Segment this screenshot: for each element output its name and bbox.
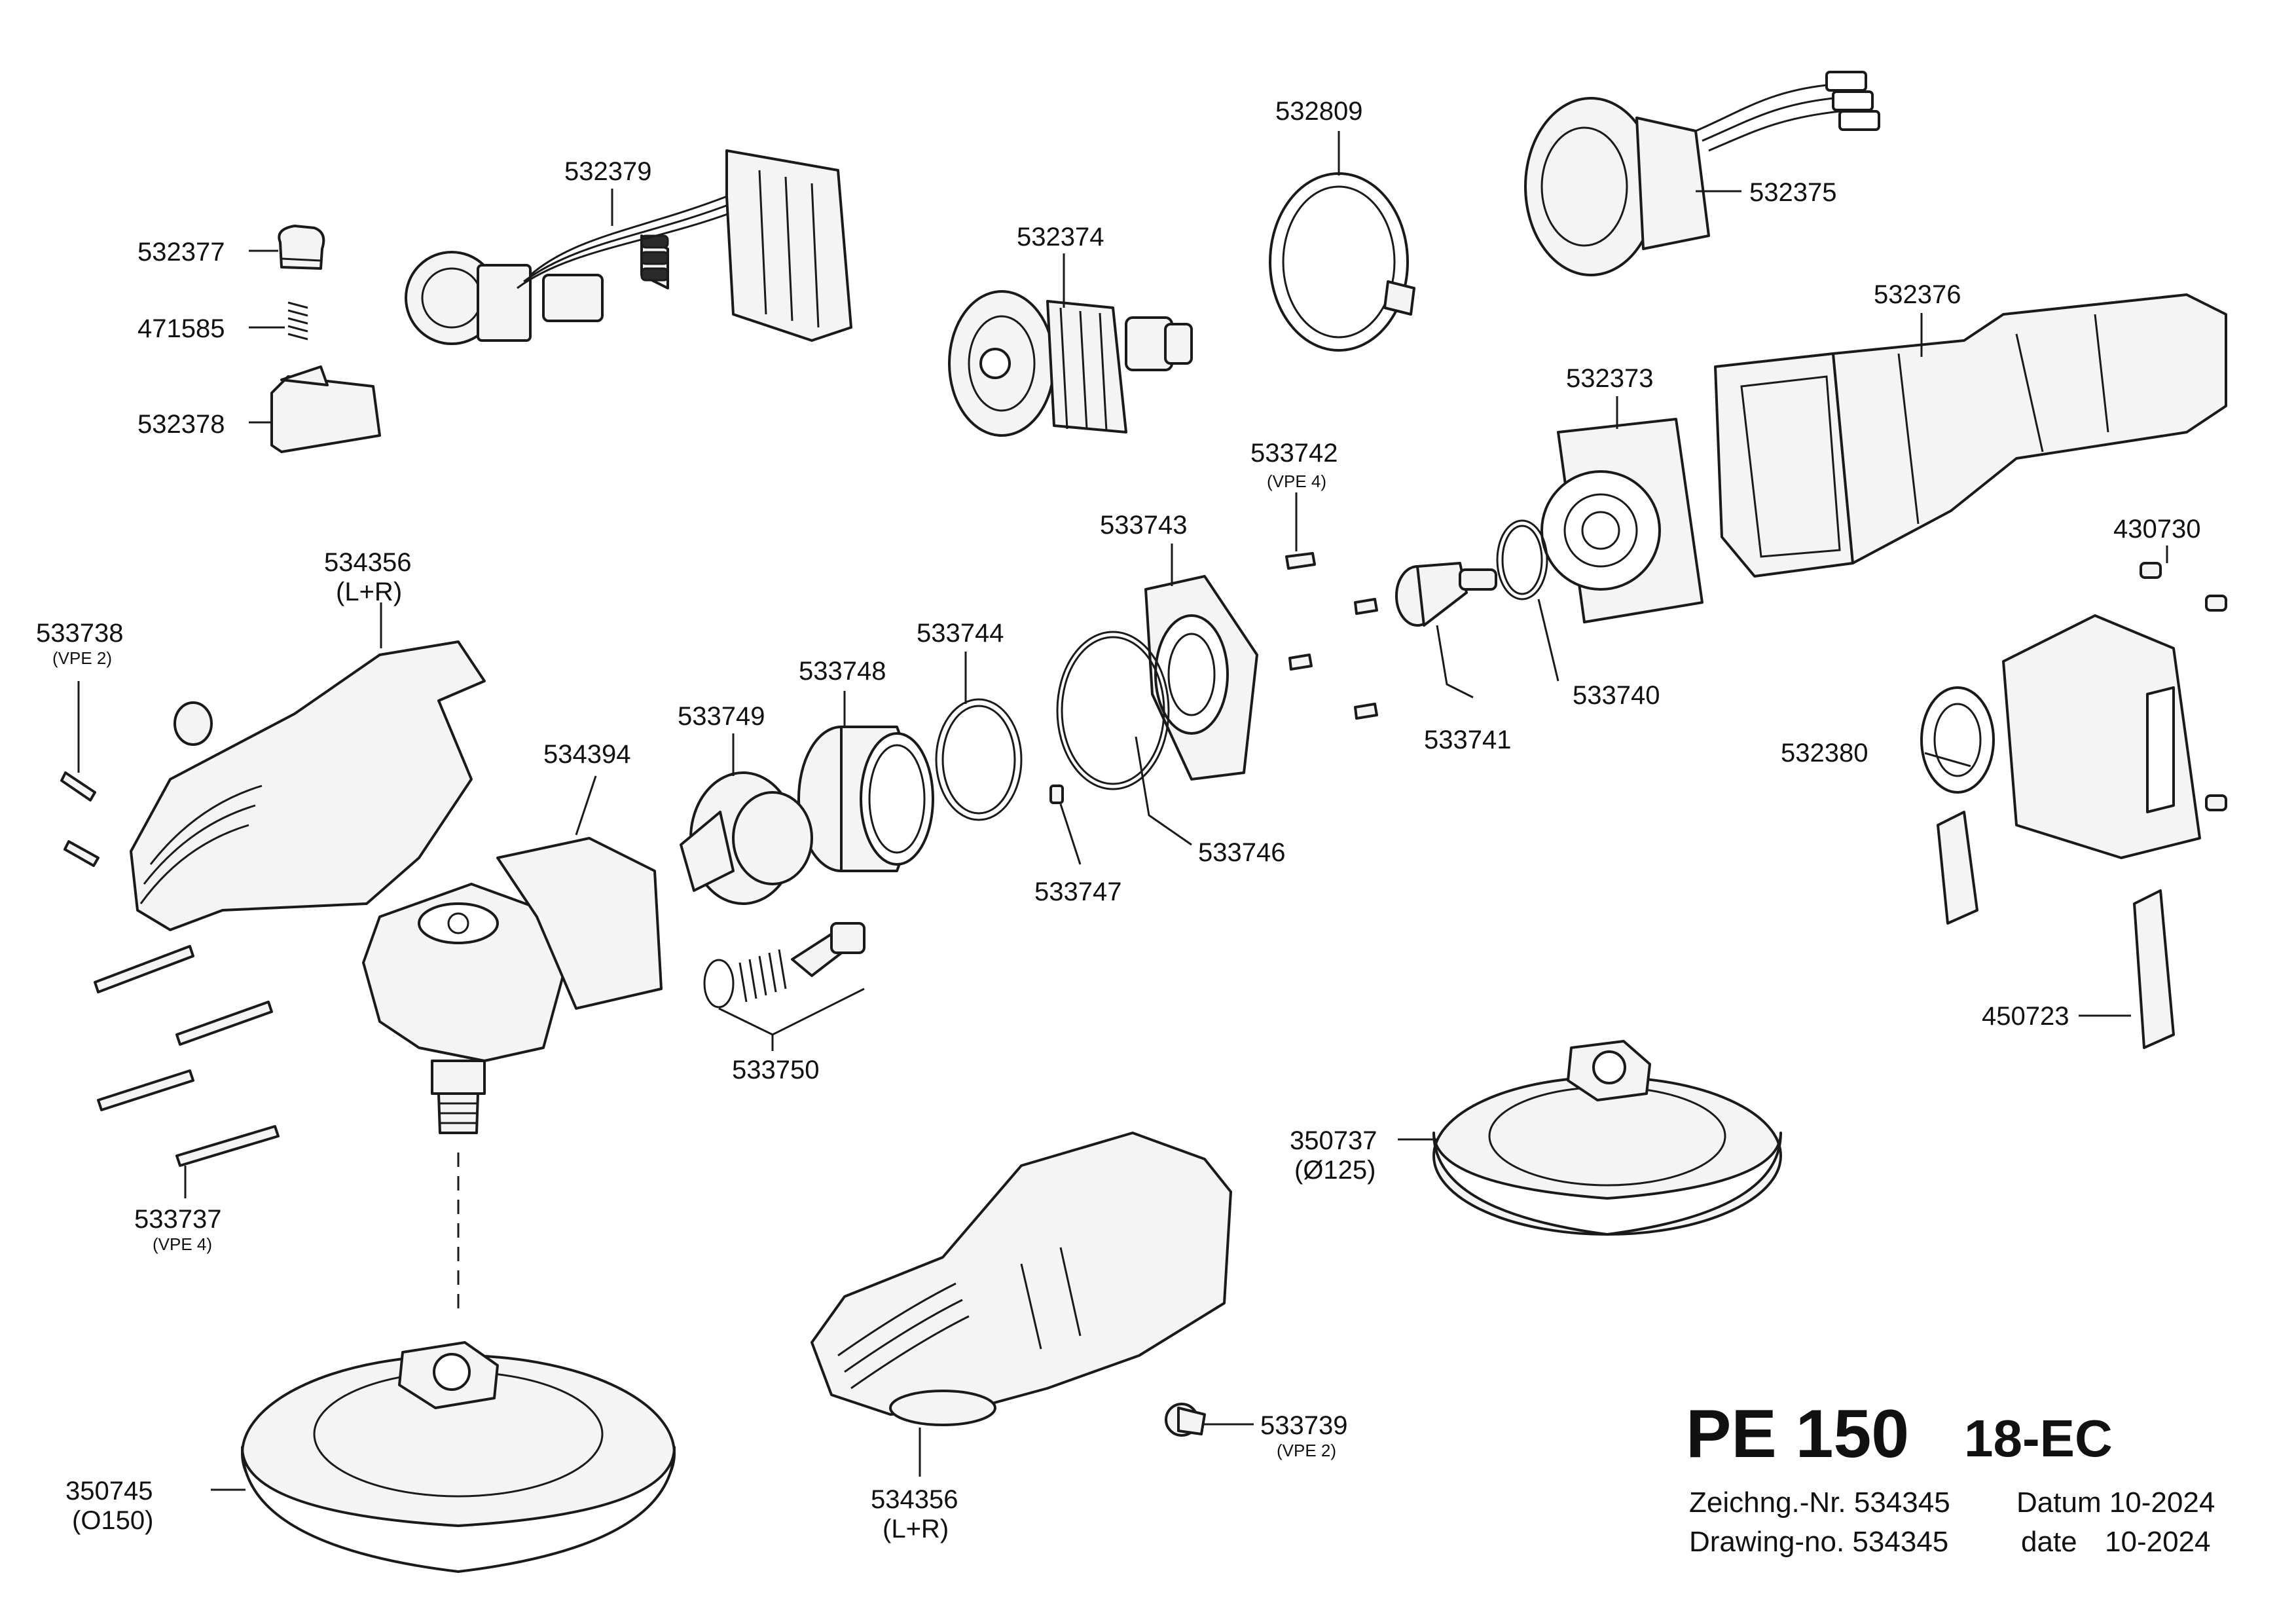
part-532373-flange [1540,418,1704,623]
part-532377-cap [278,225,325,270]
part-532378-button [270,365,381,453]
part-532376-motor-housing [1714,293,2227,578]
part-533740-o-ring [1496,519,1548,600]
part-532375-stator [1524,71,1880,276]
label-534356-bottom-note: (L+R) [883,1515,949,1543]
part-430730-pins [2140,562,2227,811]
part-534356-housing-top [130,640,486,931]
date-en-value: 10-2024 [2105,1526,2211,1558]
label-533741: 533741 [1424,726,1512,754]
part-533744-o-rings [935,698,1023,821]
drawing-number-en: Drawing-no. 534345 [1689,1526,1949,1558]
label-533742: 533742 [1250,439,1338,468]
date-de: Datum 10-2024 [2016,1486,2215,1519]
label-534356-top: 534356 [324,548,412,577]
label-533738: 533738 [36,619,124,648]
label-532379: 532379 [564,157,652,186]
label-350737: 350737 [1290,1126,1377,1155]
label-450723: 450723 [1982,1002,2069,1031]
label-534356-bottom: 534356 [871,1485,958,1514]
part-471585-spring [287,301,308,341]
date-en-label: date [2021,1526,2077,1558]
part-450723-filters [1937,811,2175,1049]
label-350745: 350745 [65,1477,153,1505]
label-533747: 533747 [1034,877,1122,906]
label-532373: 532373 [1566,364,1654,393]
title-variant: 18-EC [1964,1409,2113,1467]
label-532378: 532378 [137,410,225,439]
part-532379-electronics [405,149,852,345]
label-533737: 533737 [134,1205,222,1234]
title-model: PE 150 [1686,1396,1910,1472]
part-350737-backing-pad [1432,1040,1782,1236]
label-471585: 471585 [137,314,225,343]
part-350745-backing-pad [241,1341,676,1573]
label-350745-note: (O150) [72,1506,154,1535]
label-533750: 533750 [732,1056,820,1084]
label-533743: 533743 [1100,511,1188,540]
part-533743-bearing-flange [1144,575,1258,781]
label-532380: 532380 [1781,739,1868,767]
part-532380-gear-cover [1920,614,2201,859]
part-533748-ring-gear [797,726,934,872]
part-533737-long-screws [94,945,280,1167]
part-534356-housing-bottom [811,1132,1232,1426]
part-534394-gear-head [362,837,663,1134]
label-533739-note: (VPE 2) [1277,1441,1337,1460]
label-533749: 533749 [678,702,765,731]
part-533747-pin [1049,784,1064,804]
part-533738-screws [60,771,100,867]
drawing-number-de: Zeichng.-Nr. 534345 [1689,1486,1950,1519]
part-533741-pinion [1395,562,1497,627]
label-534394: 534394 [543,740,631,769]
label-533740: 533740 [1573,681,1660,710]
label-533748: 533748 [799,657,886,686]
label-533746: 533746 [1198,838,1286,867]
label-533744: 533744 [917,619,1004,648]
part-532809-cover [1269,172,1415,352]
label-534356-top-note: (L+R) [336,578,403,606]
label-532375: 532375 [1749,178,1837,207]
label-533739: 533739 [1260,1411,1348,1440]
label-532377: 532377 [137,238,225,267]
label-533742-note: (VPE 4) [1267,471,1327,491]
part-533746-o-ring [1056,631,1170,790]
part-533749-planet-carrier [680,771,813,905]
part-533739-screw [1165,1403,1206,1437]
part-533750-spindle-lock [703,922,866,1008]
label-532376: 532376 [1874,280,1961,309]
label-533737-note: (VPE 4) [153,1234,213,1254]
part-533742-screws [1285,552,1378,720]
leader-lines [77,131,2168,1491]
label-533738-note: (VPE 2) [52,648,113,668]
part-532374-armature [948,290,1193,437]
label-532809: 532809 [1275,97,1363,126]
label-430730: 430730 [2113,515,2201,544]
label-350737-note: (Ø125) [1294,1156,1376,1185]
label-532374: 532374 [1017,223,1104,251]
